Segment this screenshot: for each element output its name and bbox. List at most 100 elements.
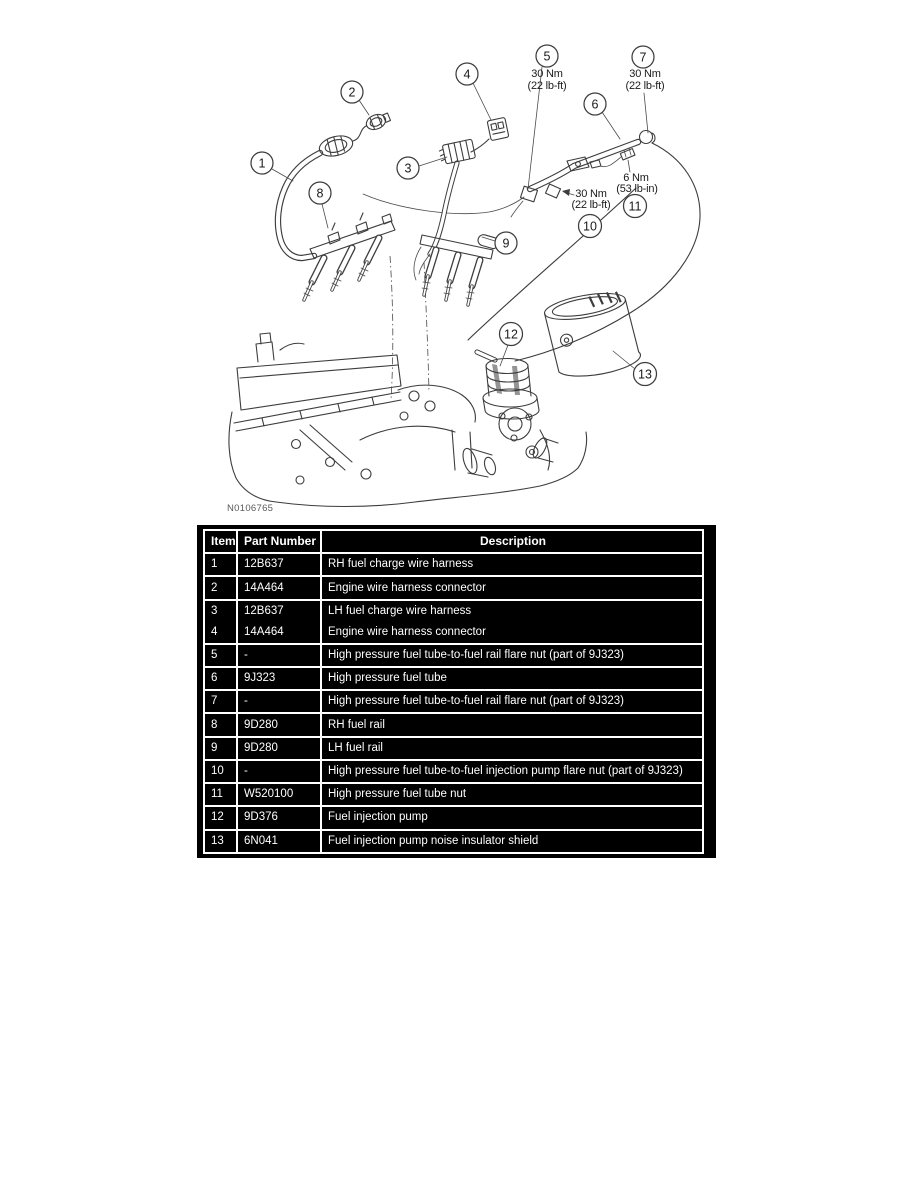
part-number-cell: 9D280 [236,712,322,738]
item-cell: 3 [203,598,238,622]
torque-value: 30 Nm [531,68,562,80]
flare-nut-5 [519,185,539,203]
callout-7: 7 [631,45,655,69]
callout-11: 11 [622,193,648,219]
torque-value: 30 Nm [575,188,606,200]
item-cell: 8 [203,712,238,738]
table-header-row: Item Part Number Description [203,528,704,555]
table-row: 9 9D280 LH fuel rail [203,735,704,761]
part-number-cell: 9D376 [236,805,322,831]
description-cell: LH fuel charge wire harness [320,598,704,622]
torque-value: 30 Nm [629,68,660,80]
svg-text:9: 9 [503,237,510,251]
tube-bracket [566,156,590,172]
part-number-cell: - [236,758,322,785]
harness-connector-body [438,138,476,165]
svg-text:4: 4 [464,68,471,82]
torque-value-alt: (53 lb-in) [616,183,657,195]
locating-line [389,255,394,401]
col-header-part-number: Part Number [236,528,322,555]
leader-lines [271,66,649,370]
table-row: 1 12B637 RH fuel charge wire harness [203,552,704,578]
flare-nut-10 [544,183,562,199]
fuel-injection-pump [474,349,540,442]
description-cell: High pressure fuel tube nut [320,782,704,808]
torque-value-alt: (22 lb-ft) [572,199,611,211]
lh-fuel-rail [413,234,500,307]
item-cell: 2 [203,575,238,601]
table-row: 4 14A464 Engine wire harness connector [203,621,704,645]
svg-text:3: 3 [405,162,412,176]
engine-wire-harness-connector-2 [352,112,392,142]
item-cell: 7 [203,689,238,715]
svg-text:8: 8 [317,187,324,201]
part-number-cell: 14A464 [236,575,322,601]
callout-3: 3 [396,156,420,180]
figure-reference-number: N0106765 [227,503,273,514]
col-header-description: Description [320,528,704,555]
callout-1: 1 [250,151,274,175]
callout-12: 12 [498,321,524,347]
item-cell: 12 [203,805,238,831]
description-cell: High pressure fuel tube-to-fuel rail fla… [320,689,704,715]
svg-text:6: 6 [592,98,599,112]
table-row: 6 9J323 High pressure fuel tube [203,665,704,692]
torque-label-near-11: 6 Nm (53 lb-in) [616,172,658,195]
description-cell: High pressure fuel tube-to-fuel rail fla… [320,642,704,668]
description-cell: High pressure fuel tube [320,665,704,692]
item-cell: 5 [203,642,238,668]
item-cell: 4 [203,621,238,645]
item-cell: 11 [203,782,238,808]
parts-table: Item Part Number Description 1 12B637 RH… [203,528,704,855]
svg-text:2: 2 [349,86,356,100]
part-number-cell: - [236,689,322,715]
description-cell: RH fuel charge wire harness [320,552,704,578]
callout-6: 6 [583,92,607,116]
col-header-item: Item [203,528,238,555]
callout-10: 10 [577,213,603,239]
rh-fuel-rail [302,212,396,302]
svg-text:13: 13 [638,368,652,382]
callout-13: 13 [632,361,658,387]
item-cell: 6 [203,665,238,692]
rail-to-junction-line [362,193,525,214]
callout-5: 5 [535,44,559,68]
table-row: 2 14A464 Engine wire harness connector [203,575,704,601]
callout-9: 9 [494,231,518,255]
rh-fuel-charge-wire-harness [274,135,354,262]
torque-value: 6 Nm [623,172,649,184]
torque-value-alt: (22 lb-ft) [528,80,567,92]
svg-text:5: 5 [544,50,551,64]
part-number-cell: 14A464 [236,621,322,645]
table-row: 10 - High pressure fuel tube-to-fuel inj… [203,758,704,785]
callout-8: 8 [308,181,332,205]
part-number-cell: W520100 [236,782,322,808]
item-cell: 9 [203,735,238,761]
table-row: 5 - High pressure fuel tube-to-fuel rail… [203,642,704,668]
lh-fuel-charge-wire-harness [418,138,476,275]
torque-label-near-7: 30 Nm (22 lb-ft) [626,68,665,92]
high-pressure-fuel-tube [467,129,701,362]
description-cell: High pressure fuel tube-to-fuel injectio… [320,758,704,785]
parts-table-frame: Item Part Number Description 1 12B637 RH… [197,525,716,858]
tube-run-to-pump [514,142,701,362]
part-number-cell: 12B637 [236,598,322,622]
item-cell: 1 [203,552,238,578]
svg-text:7: 7 [640,51,647,65]
fuel-injection-pump-noise-insulator-shield [543,291,641,377]
harness-connector-body [318,135,354,157]
part-number-cell: 12B637 [236,552,322,578]
description-cell: Engine wire harness connector [320,575,704,601]
engine-block-illustration [228,193,588,508]
description-cell: RH fuel rail [320,712,704,738]
description-cell: Fuel injection pump noise insulator shie… [320,828,704,855]
callout-2: 2 [340,80,364,104]
callout-4: 4 [455,62,479,86]
description-cell: LH fuel rail [320,735,704,761]
tube-end-fitting [638,129,654,145]
description-cell: Fuel injection pump [320,805,704,831]
item-cell: 10 [203,758,238,785]
torque-value-alt: (22 lb-ft) [626,80,665,92]
torque-label-near-5: 30 Nm (22 lb-ft) [528,68,567,92]
